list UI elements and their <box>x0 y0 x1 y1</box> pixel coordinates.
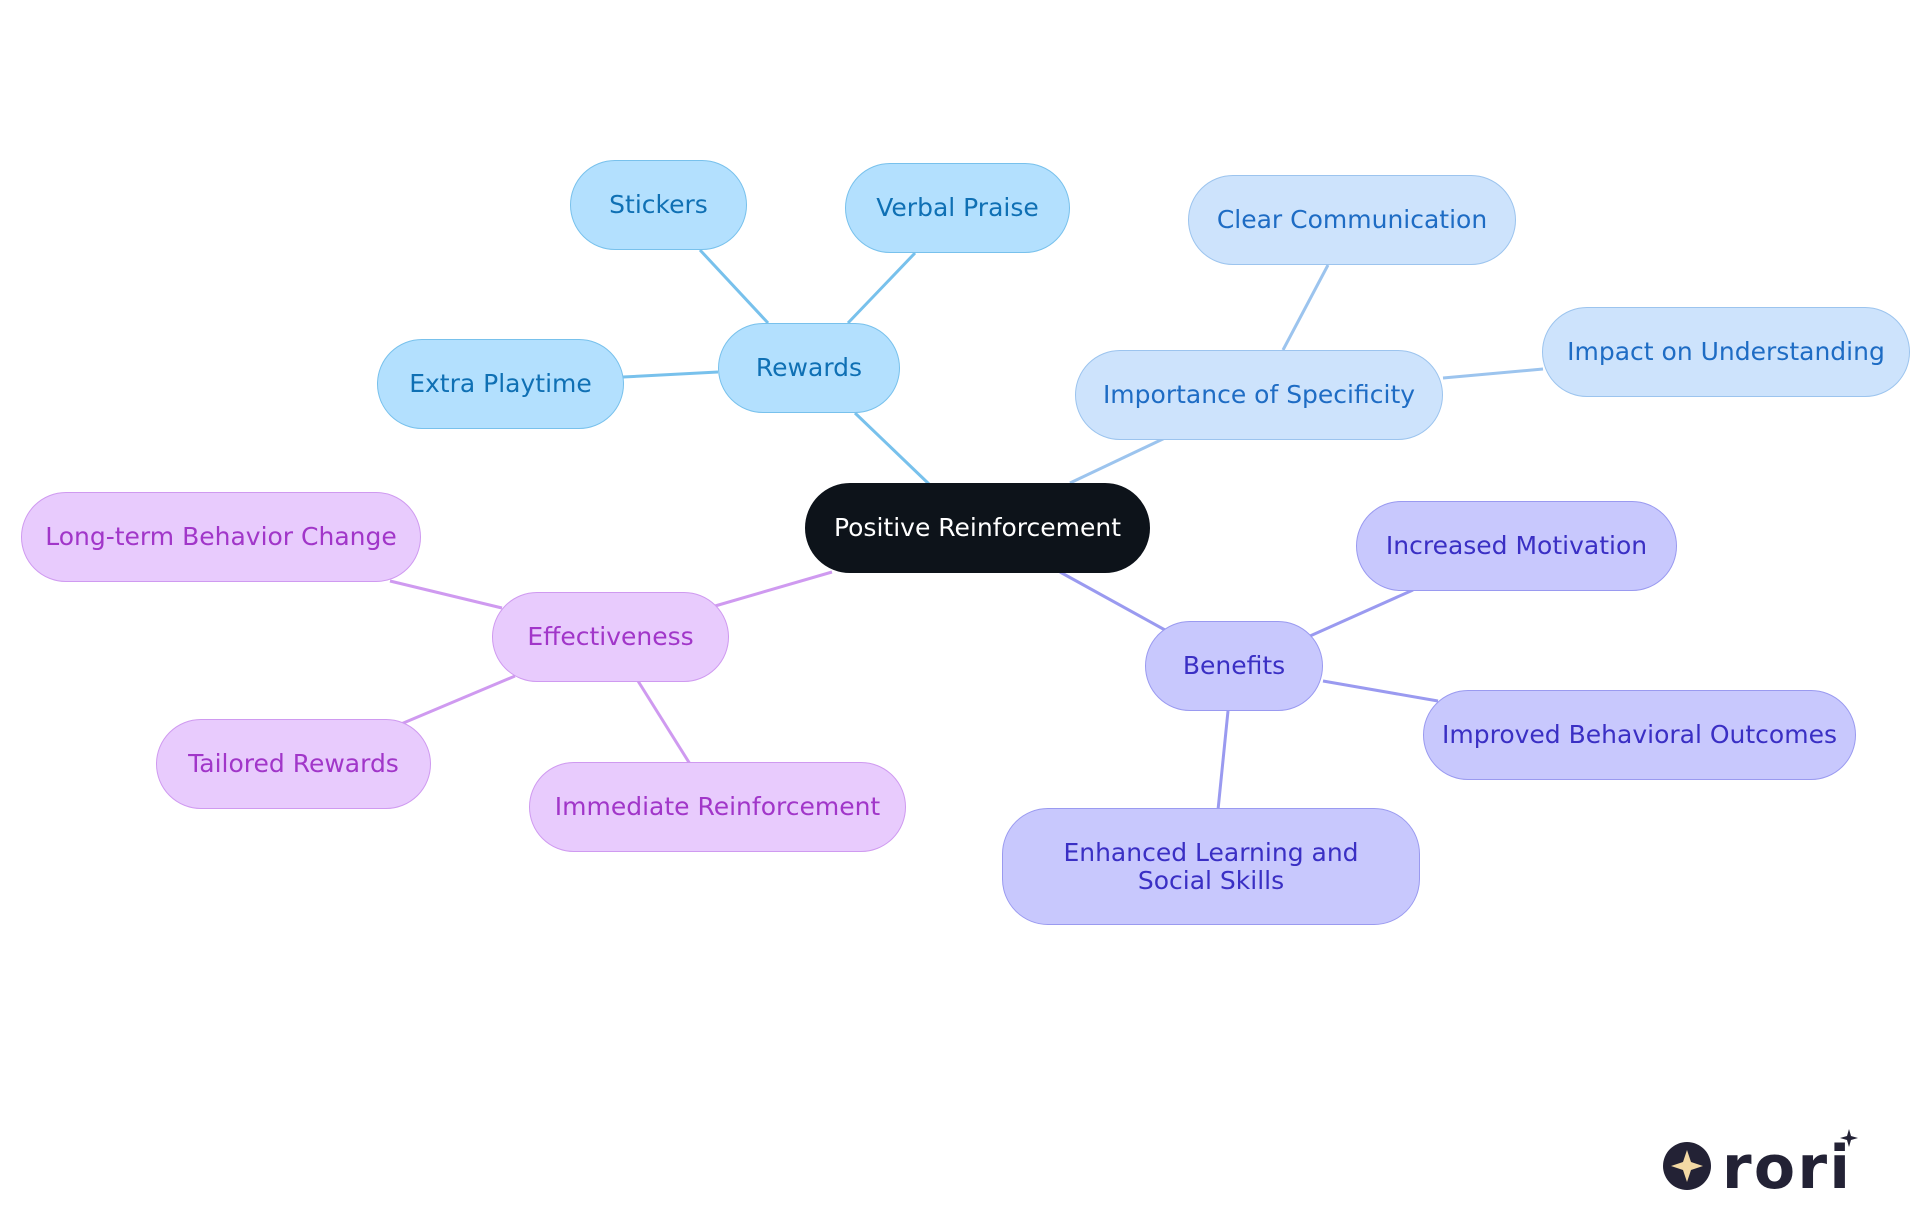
edge-specificity-clear-communication <box>1281 264 1330 351</box>
enhanced-learning-node: Enhanced Learning and Social Skills <box>1002 808 1420 925</box>
edge-benefits-enhanced-learning <box>1216 710 1230 811</box>
edge-center-effectiveness <box>714 570 833 608</box>
edge-effectiveness-immediate <box>636 680 692 765</box>
impact-on-understanding-node: Impact on Understanding <box>1542 307 1910 397</box>
immediate-reinforcement-node: Immediate Reinforcement <box>529 762 906 852</box>
effectiveness-node: Effectiveness <box>492 592 729 682</box>
tailored-rewards-node: Tailored Rewards <box>156 719 431 809</box>
sparkle-icon <box>1671 1150 1703 1182</box>
edge-center-benefits <box>1059 570 1166 632</box>
edge-rewards-extra-playtime <box>622 370 719 379</box>
benefits-node: Benefits <box>1145 621 1323 711</box>
extra-playtime-node: Extra Playtime <box>377 339 624 429</box>
edge-specificity-impact <box>1442 367 1544 380</box>
importance-of-specificity-node: Importance of Specificity <box>1075 350 1443 440</box>
verbal-praise-node: Verbal Praise <box>845 163 1070 253</box>
logo-star-icon <box>1840 1129 1858 1147</box>
clear-communication-node: Clear Communication <box>1188 175 1516 265</box>
stickers-node: Stickers <box>570 160 747 250</box>
improved-behavioral-outcomes-node: Improved Behavioral Outcomes <box>1423 690 1856 780</box>
rori-logo: rori <box>1660 1128 1860 1203</box>
edge-effectiveness-long-term <box>389 579 503 610</box>
edge-effectiveness-tailored <box>400 674 516 726</box>
logo-wordmark: rori <box>1722 1133 1850 1194</box>
rewards-node: Rewards <box>718 323 900 413</box>
edge-benefits-improved-outcomes <box>1322 679 1439 703</box>
long-term-behavior-change-node: Long-term Behavior Change <box>21 492 421 582</box>
increased-motivation-node: Increased Motivation <box>1356 501 1677 591</box>
center-node: Positive Reinforcement <box>805 483 1150 573</box>
edge-rewards-verbal-praise <box>846 251 917 325</box>
edge-center-specificity <box>1069 436 1166 485</box>
edge-rewards-stickers <box>698 248 770 325</box>
rori-logo-mark: rori <box>1663 1129 1858 1203</box>
edge-benefits-increased-motivation <box>1309 588 1414 638</box>
edge-center-rewards <box>853 411 932 487</box>
